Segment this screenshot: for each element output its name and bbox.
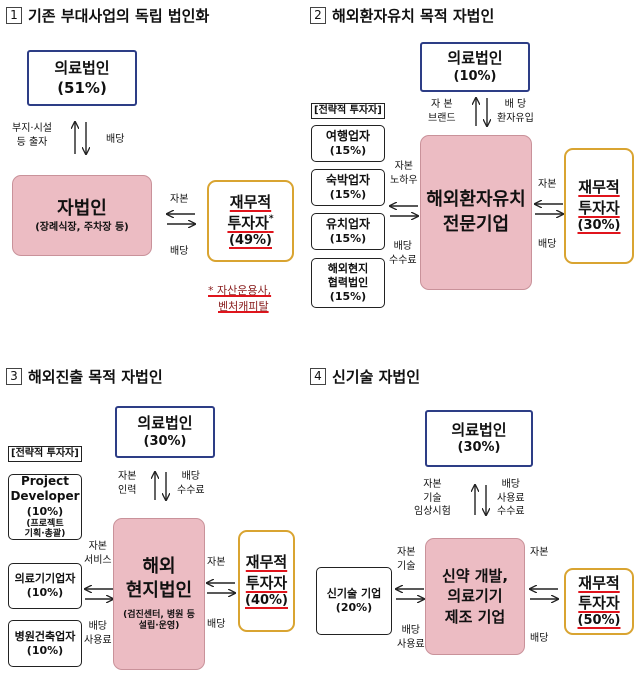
strategic-item: 여행업자(15%) <box>311 125 385 162</box>
footnote: * 자산운용사, 벤처캐피탈 <box>208 284 272 313</box>
financial-investor: 재무적 투자자* (49%) <box>207 180 294 262</box>
label-capital: 자본 <box>170 194 189 205</box>
vertical-arrows <box>470 483 492 517</box>
parent-medical-corp: 의료법인 (10%) <box>420 42 530 92</box>
subsidiary-box: 신약 개발, 의료기기 제조 기업 <box>425 538 525 655</box>
label-dividend: 배당 <box>106 134 125 145</box>
vertical-arrows <box>471 96 493 128</box>
financial-investor: 재무적 투자자 (30%) <box>564 148 634 264</box>
label-capital: 자본 <box>538 179 557 190</box>
subsidiary-box: 해외 현지법인 (검진센터, 병원 등 설립·운영) <box>113 518 205 670</box>
subsidiary-box: 해외환자유치 전문기업 <box>420 135 532 290</box>
horizontal-arrows <box>533 198 565 220</box>
strategic-investor-label: [전략적 투자자] <box>8 446 82 462</box>
panel-4-title: 4 신기술 자법인 <box>310 366 420 387</box>
label-capital: 자본 <box>207 557 226 568</box>
vertical-arrows <box>150 470 172 502</box>
label-dividend: 배당 <box>207 619 226 630</box>
financial-investor: 재무적 투자자 (40%) <box>238 530 295 632</box>
strategic-item: 의료기기업자(10%) <box>8 563 82 609</box>
strategic-item: 유치업자(15%) <box>311 213 385 250</box>
label-dividend: 배당 <box>538 239 557 250</box>
strategic-item: Project Developer (10%) (프로젝트 기획·총괄) <box>8 474 82 540</box>
horizontal-arrows <box>528 583 560 605</box>
panel-1-title: 1 기존 부대사업의 독립 법인화 <box>6 5 209 26</box>
horizontal-arrows <box>83 583 115 605</box>
panel-3-title: 3 해외진출 목적 자법인 <box>6 366 163 387</box>
panel-2-title: 2 해외환자유치 목적 자법인 <box>310 5 494 26</box>
parent-medical-corp: 의료법인 (30%) <box>115 406 215 458</box>
label-dividend: 배당 <box>530 633 549 644</box>
vertical-arrows <box>70 120 92 156</box>
horizontal-arrows <box>165 208 197 230</box>
strategic-item: 숙박업자(15%) <box>311 169 385 206</box>
parent-medical-corp: 의료법인 (30%) <box>425 410 533 467</box>
horizontal-arrows <box>394 583 426 605</box>
financial-investor: 재무적 투자자 (50%) <box>564 568 634 635</box>
strategic-item: 신기술 기업 (20%) <box>316 567 392 635</box>
strategic-item: 해외현지 협력법인 (15%) <box>311 258 385 308</box>
label-dividend: 배당 <box>170 246 189 257</box>
strategic-item: 병원건축업자(10%) <box>8 620 82 667</box>
panel-number: 1 <box>6 7 22 24</box>
horizontal-arrows <box>388 200 420 222</box>
label-capital: 자본 <box>530 547 549 558</box>
subsidiary-box: 자법인 (장례식장, 주차장 등) <box>12 175 152 256</box>
parent-medical-corp: 의료법인 (51%) <box>27 50 137 106</box>
strategic-investor-label: [전략적 투자자] <box>311 103 385 119</box>
horizontal-arrows <box>205 577 237 599</box>
